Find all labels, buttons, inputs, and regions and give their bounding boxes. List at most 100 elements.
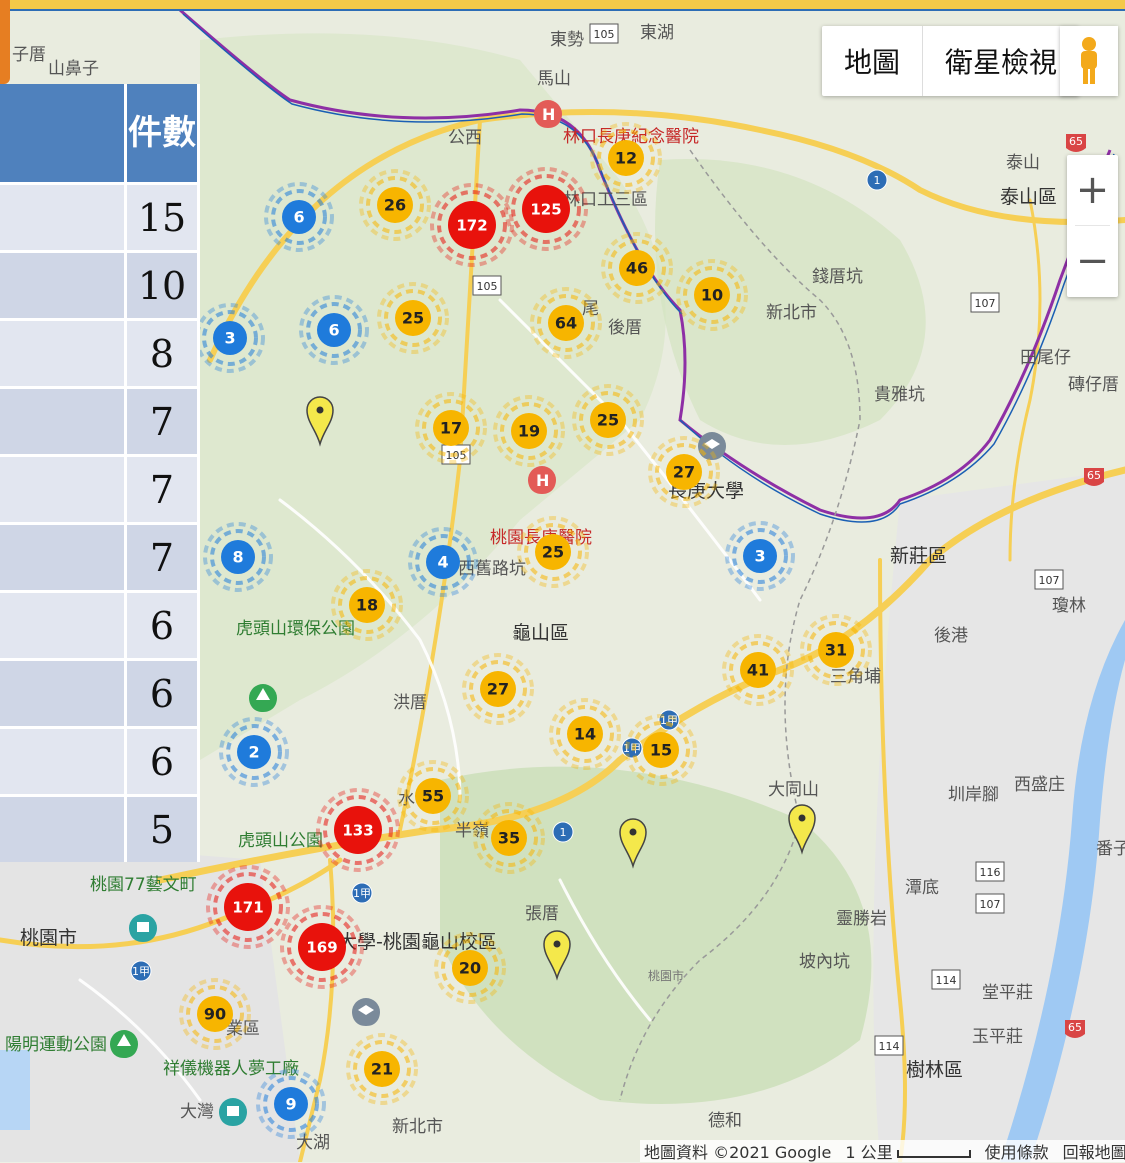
cluster-marker-red[interactable]: 125 bbox=[504, 167, 588, 251]
street-view-pegman-icon[interactable] bbox=[1060, 26, 1118, 96]
cluster-count: 8 bbox=[232, 548, 243, 567]
cluster-marker-yellow[interactable]: 46 bbox=[601, 232, 673, 304]
cluster-count: 64 bbox=[555, 314, 577, 333]
svg-text:65: 65 bbox=[1068, 1021, 1082, 1034]
cluster-marker-red[interactable]: 169 bbox=[280, 905, 364, 989]
place-label: 大湖 bbox=[296, 1133, 330, 1153]
cluster-marker-red[interactable]: 172 bbox=[430, 183, 514, 267]
road-shield: 107 bbox=[975, 893, 1005, 914]
cluster-marker-yellow[interactable]: 10 bbox=[676, 259, 748, 331]
location-pin-icon[interactable] bbox=[543, 930, 571, 981]
place-label: 大同山 bbox=[768, 780, 819, 800]
cluster-marker-blue[interactable]: 4 bbox=[408, 527, 478, 597]
road-shield: 65 bbox=[1065, 1020, 1085, 1038]
cluster-marker-blue[interactable]: 6 bbox=[299, 295, 369, 365]
table-header-count: 件數 bbox=[127, 84, 200, 182]
place-label: 陽明運動公園 bbox=[5, 1035, 107, 1055]
place-label: 桃園市 bbox=[20, 927, 77, 949]
road-shield: 1 bbox=[866, 169, 888, 191]
location-pin-icon[interactable] bbox=[788, 804, 816, 855]
svg-text:107: 107 bbox=[980, 898, 1001, 911]
corner-tab[interactable] bbox=[0, 0, 10, 84]
cluster-marker-yellow[interactable]: 35 bbox=[473, 802, 545, 874]
table-cell-name bbox=[0, 590, 127, 658]
table-cell-name bbox=[0, 794, 127, 862]
cluster-count: 25 bbox=[402, 309, 424, 328]
cluster-count: 90 bbox=[204, 1005, 226, 1024]
cluster-marker-yellow[interactable]: 41 bbox=[722, 634, 794, 706]
cluster-marker-yellow[interactable]: 90 bbox=[179, 978, 251, 1050]
museum-marker[interactable] bbox=[129, 914, 157, 942]
table-row: 6 bbox=[0, 590, 200, 658]
hospital-marker[interactable]: H bbox=[528, 466, 556, 494]
table-cell-name bbox=[0, 318, 127, 386]
cluster-marker-yellow[interactable]: 26 bbox=[359, 169, 431, 241]
park-marker[interactable] bbox=[249, 684, 277, 712]
zoom-out-button[interactable]: − bbox=[1075, 238, 1110, 284]
table-row: 5 bbox=[0, 794, 200, 862]
zoom-in-button[interactable]: + bbox=[1075, 167, 1110, 213]
university-marker[interactable] bbox=[352, 998, 380, 1026]
map-type-map-button[interactable]: 地圖 bbox=[844, 46, 901, 79]
table-row: 6 bbox=[0, 726, 200, 794]
cluster-marker-yellow[interactable]: 12 bbox=[590, 122, 662, 194]
cluster-marker-blue[interactable]: 8 bbox=[203, 522, 273, 592]
cluster-marker-yellow[interactable]: 17 bbox=[415, 392, 487, 464]
road-shield: 65 bbox=[1084, 468, 1104, 486]
hospital-marker[interactable]: H bbox=[534, 100, 562, 128]
place-label: 大學-桃園龜山校區 bbox=[338, 931, 497, 953]
report-error-link[interactable]: 回報地圖錯誤 bbox=[1062, 1143, 1125, 1162]
cluster-marker-blue[interactable]: 6 bbox=[264, 182, 334, 252]
cluster-marker-blue[interactable]: 3 bbox=[725, 521, 795, 591]
cluster-marker-yellow[interactable]: 25 bbox=[572, 384, 644, 456]
svg-text:114: 114 bbox=[879, 1040, 900, 1053]
cluster-marker-yellow[interactable]: 64 bbox=[530, 287, 602, 359]
cluster-count: 18 bbox=[356, 596, 378, 615]
table-cell-count: 6 bbox=[127, 726, 200, 794]
place-label: 堂平莊 bbox=[982, 983, 1033, 1003]
cluster-marker-yellow[interactable]: 27 bbox=[462, 653, 534, 725]
place-label: 樹林區 bbox=[906, 1059, 963, 1081]
cluster-count: 27 bbox=[673, 463, 695, 482]
cluster-marker-yellow[interactable]: 25 bbox=[377, 282, 449, 354]
cluster-marker-yellow[interactable]: 14 bbox=[549, 698, 621, 770]
cluster-marker-yellow[interactable]: 21 bbox=[346, 1033, 418, 1105]
cluster-count: 3 bbox=[224, 329, 235, 348]
cluster-marker-blue[interactable]: 3 bbox=[195, 303, 265, 373]
zoom-control[interactable]: + − bbox=[1067, 155, 1118, 297]
location-pin-icon[interactable] bbox=[619, 818, 647, 869]
cluster-marker-red[interactable]: 171 bbox=[206, 865, 290, 949]
table-cell-name bbox=[0, 726, 127, 794]
cluster-marker-yellow[interactable]: 25 bbox=[517, 516, 589, 588]
table-cell-count: 7 bbox=[127, 454, 200, 522]
cluster-marker-blue[interactable]: 2 bbox=[219, 717, 289, 787]
terms-link[interactable]: 使用條款 bbox=[984, 1143, 1049, 1162]
svg-text:107: 107 bbox=[1039, 574, 1060, 587]
map-type-satellite-button[interactable]: 衛星檢視 bbox=[945, 46, 1058, 79]
road-shield: 116 bbox=[975, 861, 1005, 882]
cluster-marker-yellow[interactable]: 19 bbox=[493, 395, 565, 467]
location-pin-icon[interactable] bbox=[306, 396, 334, 447]
cluster-count: 3 bbox=[754, 547, 765, 566]
table-row: 7 bbox=[0, 454, 200, 522]
map-type-control[interactable]: 地圖 衛星檢視 bbox=[822, 26, 1080, 96]
cluster-marker-yellow[interactable]: 18 bbox=[331, 569, 403, 641]
road-shield: 1甲 bbox=[658, 709, 680, 731]
cluster-marker-yellow[interactable]: 27 bbox=[648, 436, 720, 508]
cluster-marker-yellow[interactable]: 55 bbox=[397, 760, 469, 832]
cluster-marker-yellow[interactable]: 20 bbox=[434, 932, 506, 1004]
cluster-count: 25 bbox=[542, 543, 564, 562]
cluster-marker-red[interactable]: 133 bbox=[316, 788, 400, 872]
scale-bar[interactable]: 1 公里 bbox=[845, 1139, 971, 1163]
table-row: 7 bbox=[0, 522, 200, 590]
cluster-marker-blue[interactable]: 9 bbox=[256, 1069, 326, 1139]
museum-marker[interactable] bbox=[219, 1098, 247, 1126]
table-cell-name bbox=[0, 182, 127, 250]
table-cell-name bbox=[0, 454, 127, 522]
cluster-marker-yellow[interactable]: 15 bbox=[625, 714, 697, 786]
park-marker[interactable] bbox=[110, 1030, 138, 1058]
cluster-marker-yellow[interactable]: 31 bbox=[800, 614, 872, 686]
table-header-blank bbox=[0, 84, 127, 182]
